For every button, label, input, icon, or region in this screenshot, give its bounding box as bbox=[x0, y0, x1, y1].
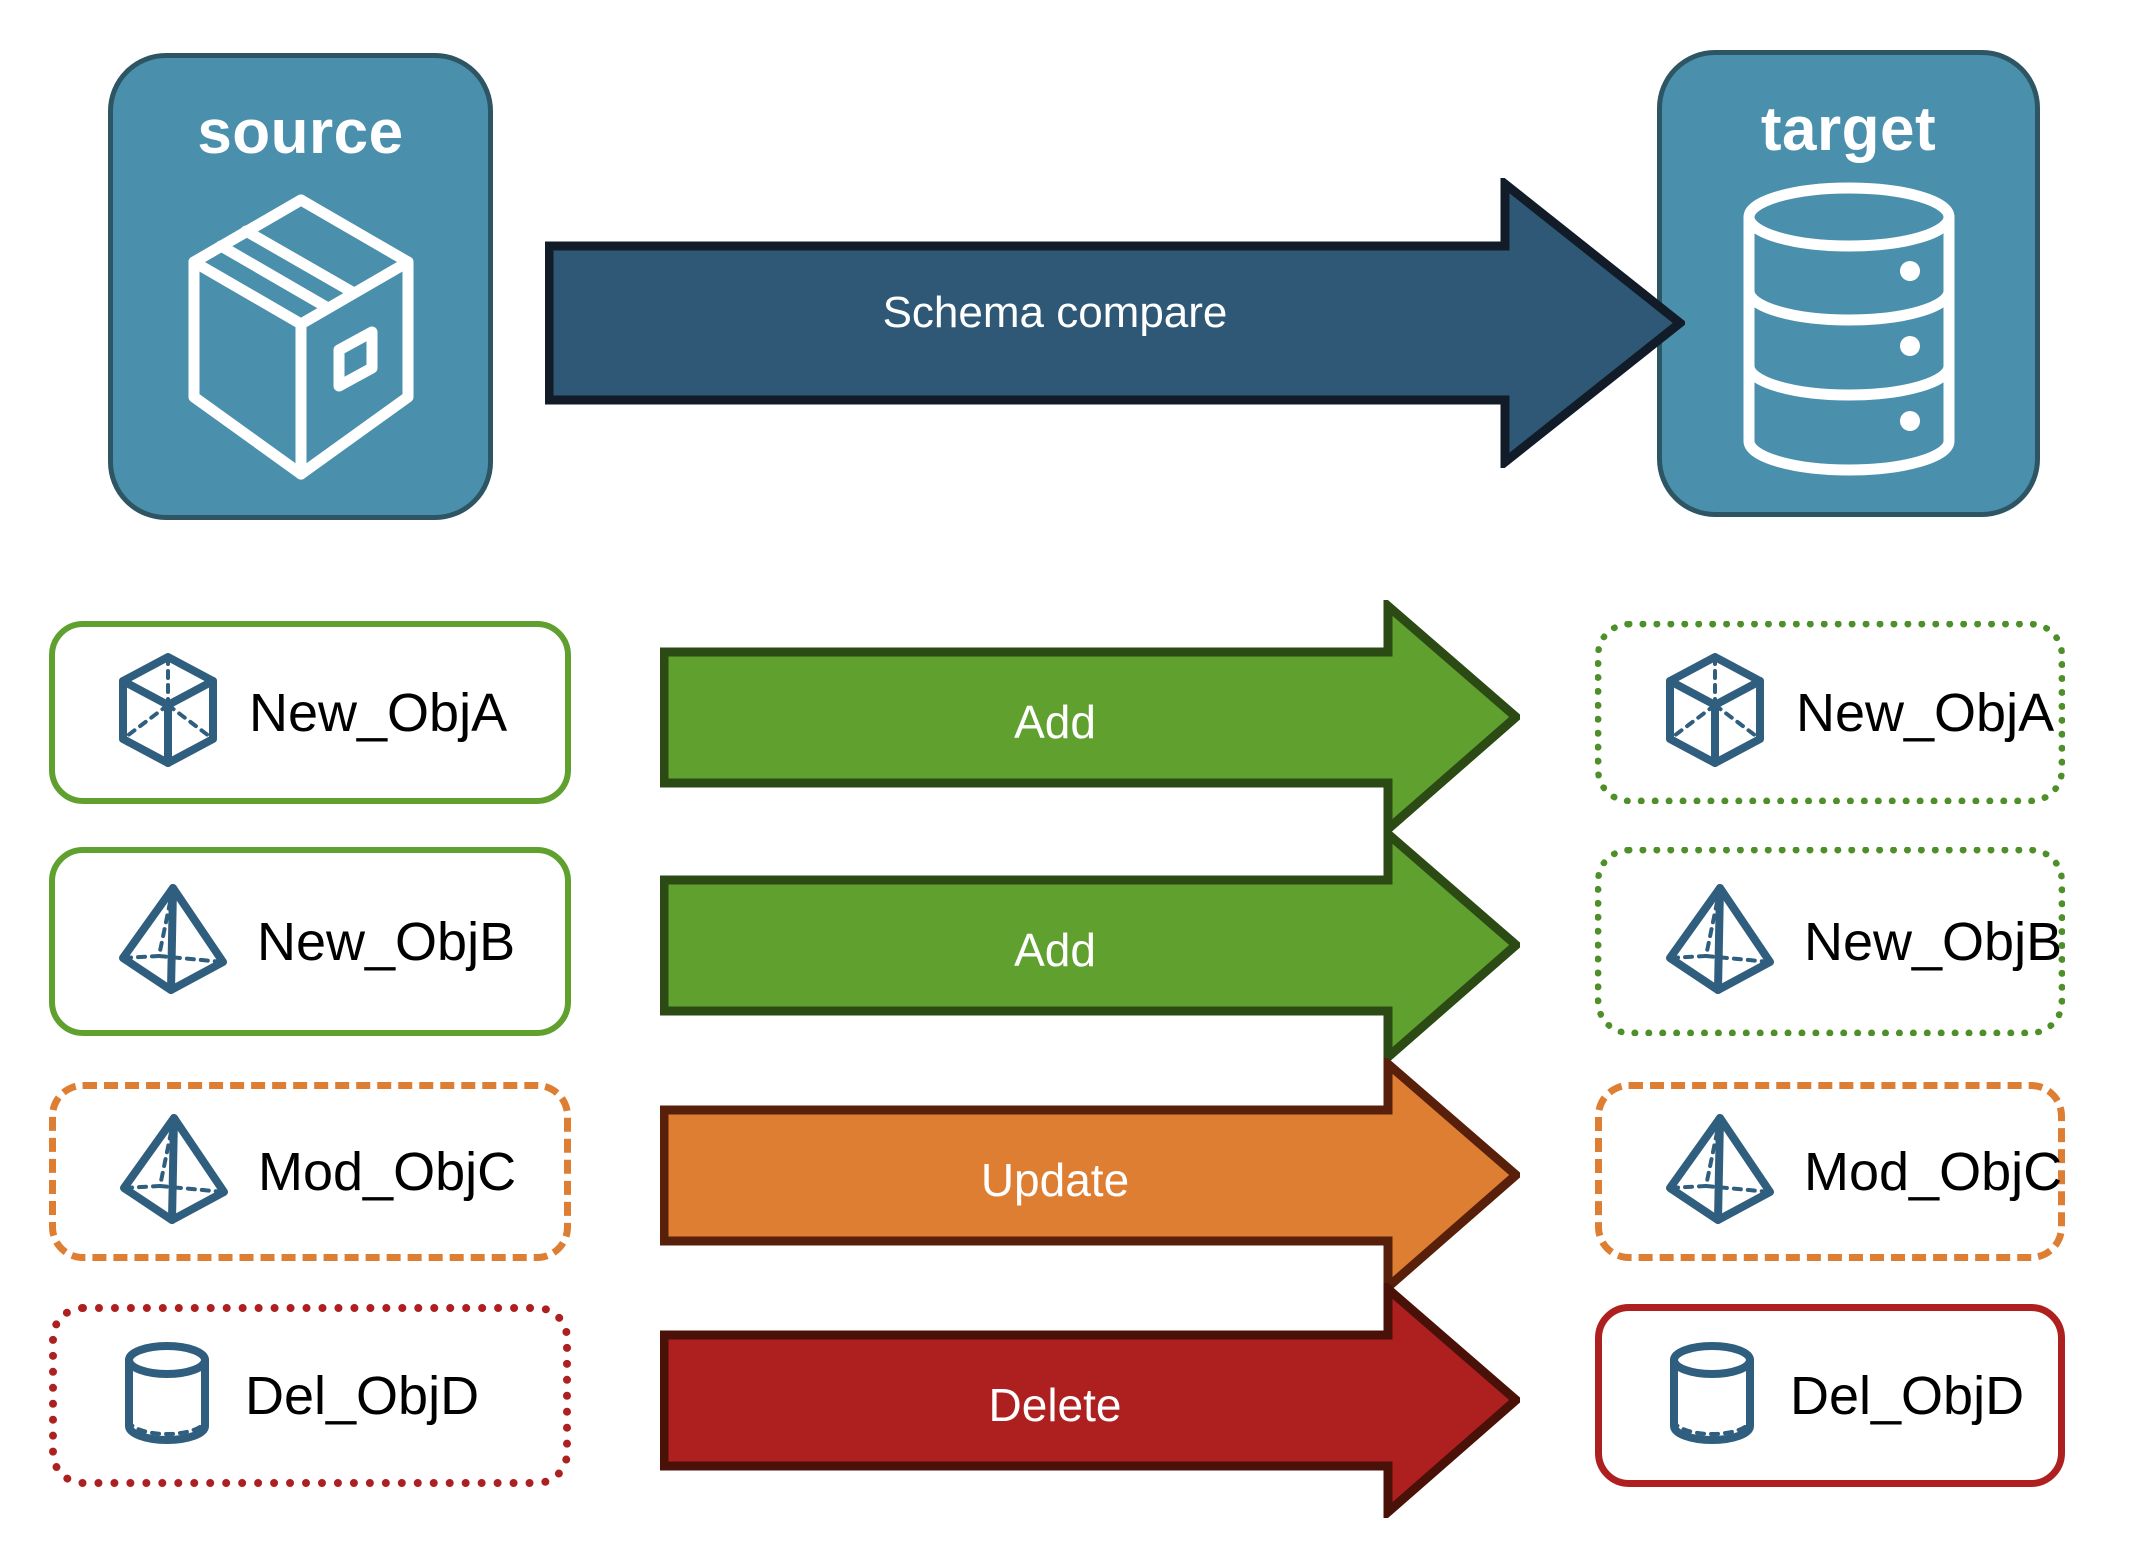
source-object-row-3[interactable]: Mod_ObjC bbox=[49, 1082, 571, 1261]
pyramid-wireframe-icon bbox=[114, 1110, 232, 1233]
source-object-label-2: New_ObjB bbox=[257, 911, 516, 972]
source-object-row-4[interactable]: Del_ObjD bbox=[49, 1304, 571, 1487]
target-object-label-3: Mod_ObjC bbox=[1804, 1141, 2063, 1202]
delete-arrow-row-4[interactable] bbox=[659, 1279, 1523, 1522]
package-box-icon bbox=[176, 182, 426, 497]
target-object-label-1: New_ObjA bbox=[1796, 682, 2055, 743]
add-arrow-row-1[interactable] bbox=[659, 596, 1523, 839]
target-object-row-3[interactable]: Mod_ObjC bbox=[1595, 1082, 2065, 1261]
pyramid-wireframe-icon bbox=[1660, 1110, 1778, 1233]
pyramid-wireframe-icon bbox=[1660, 880, 1778, 1003]
target-object-label-2: New_ObjB bbox=[1804, 911, 2063, 972]
target-object-row-4[interactable]: Del_ObjD bbox=[1595, 1304, 2065, 1487]
source-object-row-1[interactable]: New_ObjA bbox=[49, 621, 571, 804]
target-object-label-4: Del_ObjD bbox=[1790, 1365, 2025, 1426]
target-object-row-1[interactable]: New_ObjA bbox=[1595, 621, 2065, 804]
cylinder-wireframe-icon bbox=[115, 1334, 219, 1457]
source-title: source bbox=[197, 98, 404, 167]
target-endpoint-card[interactable]: target bbox=[1657, 50, 2040, 517]
schema-compare-arrow[interactable] bbox=[544, 174, 1688, 472]
source-object-label-1: New_ObjA bbox=[249, 682, 508, 743]
source-object-label-4: Del_ObjD bbox=[245, 1365, 480, 1426]
update-arrow-row-3[interactable] bbox=[659, 1054, 1523, 1297]
source-endpoint-card[interactable]: source bbox=[108, 53, 493, 520]
target-object-row-2[interactable]: New_ObjB bbox=[1595, 847, 2065, 1036]
cylinder-wireframe-icon bbox=[1660, 1334, 1764, 1457]
database-cylinder-icon bbox=[1734, 179, 1964, 484]
cube-wireframe-icon bbox=[113, 651, 223, 774]
pyramid-wireframe-icon bbox=[113, 880, 231, 1003]
target-title: target bbox=[1760, 95, 1937, 164]
source-object-label-3: Mod_ObjC bbox=[258, 1141, 517, 1202]
source-object-row-2[interactable]: New_ObjB bbox=[49, 847, 571, 1036]
add-arrow-row-2[interactable] bbox=[659, 824, 1523, 1067]
cube-wireframe-icon bbox=[1660, 651, 1770, 774]
